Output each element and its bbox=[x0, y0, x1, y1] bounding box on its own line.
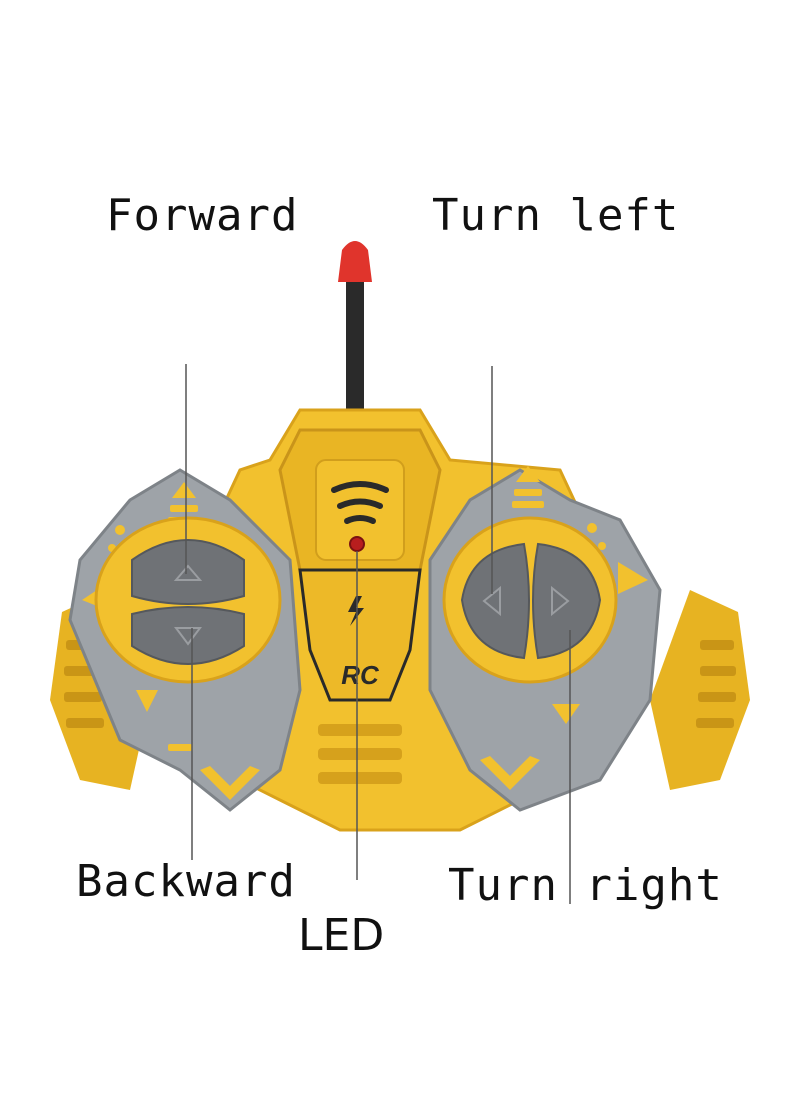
backward-button[interactable] bbox=[131, 606, 245, 665]
label-forward: Forward bbox=[106, 190, 299, 241]
right-grip bbox=[650, 590, 750, 790]
forward-button[interactable] bbox=[131, 539, 245, 605]
label-led: LED bbox=[298, 910, 385, 961]
antenna-rod bbox=[346, 270, 364, 410]
grip-ridges bbox=[64, 640, 736, 728]
antenna bbox=[338, 241, 372, 410]
turn-left-button[interactable] bbox=[460, 542, 530, 660]
callout-lines bbox=[185, 364, 571, 904]
center-panel bbox=[298, 568, 422, 702]
signal-panel bbox=[315, 459, 405, 561]
label-backward: Backward bbox=[76, 856, 296, 907]
brand-logo: RC bbox=[341, 660, 380, 690]
lightning-bolt-icon bbox=[348, 596, 364, 626]
led-indicator bbox=[349, 536, 365, 552]
antenna-tip-icon bbox=[338, 241, 372, 282]
label-turn-right: Turn right bbox=[448, 860, 723, 911]
arrow-left-icon bbox=[482, 585, 501, 617]
vents bbox=[318, 724, 402, 784]
arrow-up-icon bbox=[173, 564, 203, 581]
arrow-right-icon bbox=[551, 585, 570, 617]
arrow-down-icon bbox=[174, 627, 202, 646]
right-shell-accents bbox=[480, 466, 648, 790]
label-turn-left: Turn left bbox=[432, 190, 680, 241]
signal-waves-icon bbox=[331, 481, 389, 524]
turn-right-button[interactable] bbox=[532, 542, 602, 660]
